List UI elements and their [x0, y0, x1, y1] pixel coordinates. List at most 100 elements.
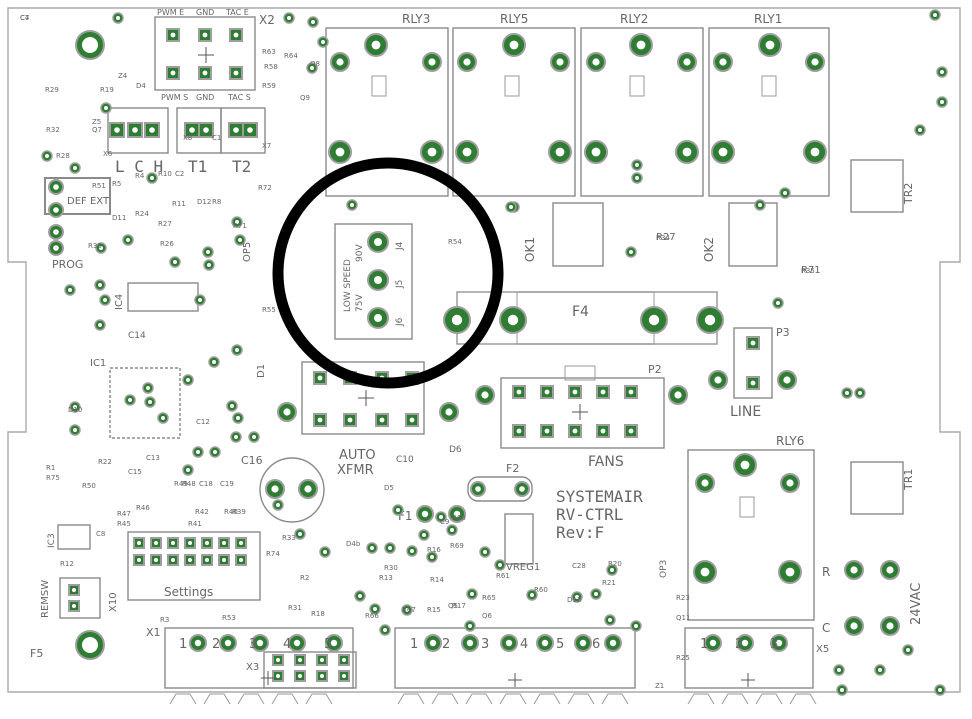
via: [929, 9, 941, 21]
x3-pad: [316, 654, 328, 666]
refdes-label: R71: [233, 222, 247, 230]
connector-tab: [755, 693, 783, 705]
relay-pad: [695, 473, 715, 493]
via: [182, 464, 194, 476]
x-pin-number: 4: [520, 637, 528, 652]
header-x2: PWM E GND TAC E PWM S GND TAC S X2: [154, 8, 275, 102]
via: [435, 511, 447, 523]
cap-pad: [298, 479, 318, 499]
refdes-label: R33: [282, 534, 296, 542]
x1-pad: [219, 634, 237, 652]
connector-tab: [169, 693, 197, 705]
via: [317, 36, 329, 48]
relay-pad: [713, 52, 733, 72]
svg-text:J6: J6: [395, 317, 405, 327]
origin-cross: [358, 390, 374, 406]
low-speed-pad: [367, 269, 389, 291]
refdes-label: R17: [452, 602, 466, 610]
x-pin-number: 1: [410, 637, 418, 652]
via: [406, 545, 418, 557]
svg-text:OK2: OK2: [702, 237, 716, 262]
silk-rev: Rev:F: [556, 523, 604, 542]
via: [571, 591, 583, 603]
svg-text:TAC E: TAC E: [225, 8, 249, 17]
x3-pad: [294, 670, 306, 682]
label-settings: Settings: [164, 585, 213, 599]
via: [69, 162, 81, 174]
refdes-label: R59: [262, 82, 276, 90]
refdes-label: R20: [608, 560, 622, 568]
x1-pad: [251, 634, 269, 652]
via: [836, 684, 848, 696]
jumper-pad: [167, 537, 179, 549]
via: [100, 102, 112, 114]
refdes-label: R54: [448, 238, 462, 246]
x5-pad: [736, 634, 754, 652]
x1-pin-number: 2: [212, 637, 220, 652]
refdes-label: C15: [128, 468, 142, 476]
x-pad: [604, 634, 622, 652]
via: [779, 187, 791, 199]
svg-text:C16: C16: [241, 454, 263, 467]
svg-text:REMSW: REMSW: [40, 580, 51, 618]
svg-text:IC1: IC1: [90, 358, 106, 369]
header-pad: [229, 28, 243, 42]
via: [418, 529, 430, 541]
relay-coil-pad: [733, 453, 757, 477]
refdes-label: R39: [232, 508, 246, 516]
fan-pad: [624, 424, 638, 438]
svg-text:R27: R27: [656, 232, 676, 243]
prog-pad: [48, 179, 64, 195]
via: [272, 499, 284, 511]
connector-tab: [601, 693, 629, 705]
fuse-pad: [443, 306, 471, 334]
line-pad: [746, 336, 760, 350]
line-pad: [746, 376, 760, 390]
relay-rly5: RLY5: [452, 12, 576, 197]
fuse-pad: [696, 306, 724, 334]
xfmr-pad: [313, 371, 327, 385]
svg-text:75V: 75V: [355, 294, 365, 312]
via: [426, 551, 438, 563]
svg-text:X1: X1: [146, 626, 161, 639]
vac-pad: [844, 616, 864, 636]
relay-contact-pad: [420, 140, 444, 164]
mount-pad: [277, 402, 297, 422]
x5-pad: [704, 634, 722, 652]
svg-text:C: C: [822, 621, 830, 635]
svg-text:C14: C14: [128, 331, 146, 341]
refdes-label: R26: [160, 240, 174, 248]
origin-cross: [508, 673, 522, 687]
x1-pin-number: 1: [179, 637, 187, 652]
via: [294, 528, 306, 540]
label-t2: T2: [232, 157, 251, 176]
via: [754, 199, 766, 211]
vac-pad: [880, 616, 900, 636]
connector-tab: [271, 693, 299, 705]
via: [230, 431, 242, 443]
header-pad: [166, 28, 180, 42]
x1-pad: [288, 634, 306, 652]
via: [124, 394, 136, 406]
refdes-label: C4: [20, 14, 30, 22]
refdes-label: R41: [188, 520, 202, 528]
refdes-label: R27: [158, 220, 172, 228]
board-outline: [7, 7, 961, 693]
x-pad: [461, 634, 479, 652]
refdes-label: D4b: [346, 540, 361, 548]
refdes-label: R65: [482, 594, 496, 602]
refdes-label: Q5: [448, 602, 458, 610]
header-pad: [228, 122, 244, 138]
via: [94, 319, 106, 331]
via: [464, 620, 476, 632]
refdes-label: R66: [365, 612, 379, 620]
jumper-pad: [218, 537, 230, 549]
via: [208, 356, 220, 368]
via: [209, 446, 221, 458]
fuse-pad: [448, 505, 466, 523]
refdes-label: R15: [427, 606, 441, 614]
refdes-label: R42: [195, 508, 209, 516]
refdes-label: R23: [676, 594, 690, 602]
refdes-label: R13: [379, 574, 393, 582]
header-pad: [144, 122, 160, 138]
